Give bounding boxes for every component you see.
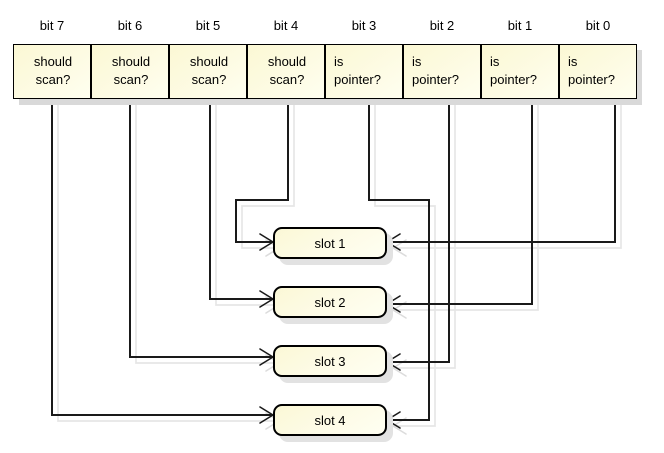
bit-label-bit7: bit 7 [39, 18, 65, 33]
wire-bit5-slot2 [209, 99, 273, 300]
slot-4[interactable]: slot 4 [273, 404, 387, 436]
wire-bit6-slot3 [129, 99, 273, 358]
bit-label-bit0: bit 0 [585, 18, 611, 33]
bit-cell-bit5[interactable]: should scan? [169, 44, 247, 99]
bit-cell-bit2-label: is pointer? [412, 54, 459, 87]
slot-2[interactable]: slot 2 [273, 286, 387, 318]
bit-cell-bit1[interactable]: is pointer? [481, 44, 559, 99]
bit-cell-bit2[interactable]: is pointer? [403, 44, 481, 99]
slot-4-label: slot 4 [314, 412, 346, 428]
bit-cell-bit5-label: should scan? [189, 54, 229, 87]
wire-bit3-slot4 [368, 99, 430, 421]
bit-label-bit6: bit 6 [117, 18, 143, 33]
bit-label-bit5: bit 5 [195, 18, 221, 33]
slot-2-label: slot 2 [314, 294, 346, 310]
bit-cell-bit3-label: is pointer? [334, 54, 381, 87]
slot-1[interactable]: slot 1 [273, 227, 387, 259]
byte-strip: should scan? should scan? should scan? s… [13, 44, 637, 99]
wire-bit0-slot1 [387, 99, 616, 243]
bit-cell-bit1-label: is pointer? [490, 54, 537, 87]
wire-bit2-slot3 [387, 99, 450, 363]
slot-1-label: slot 1 [314, 235, 346, 251]
slot-3-label: slot 3 [314, 353, 346, 369]
bit-cell-bit4[interactable]: should scan? [247, 44, 325, 99]
wire-bit4-slot1 [235, 99, 289, 243]
bit-label-bit2: bit 2 [429, 18, 455, 33]
bit-cell-bit3[interactable]: is pointer? [325, 44, 403, 99]
bit-label-bit4: bit 4 [273, 18, 299, 33]
bit-cell-bit0[interactable]: is pointer? [559, 44, 637, 99]
bit-cell-bit6[interactable]: should scan? [91, 44, 169, 99]
slot-3[interactable]: slot 3 [273, 345, 387, 377]
bit-cell-bit6-label: should scan? [111, 54, 151, 87]
wire-bit7-slot4 [51, 99, 273, 416]
bit-cell-bit7-label: should scan? [33, 54, 73, 87]
wire-bit1-slot2 [387, 99, 533, 305]
bit-cell-bit7[interactable]: should scan? [13, 44, 91, 99]
bit-cell-bit4-label: should scan? [267, 54, 307, 87]
bit-cell-bit0-label: is pointer? [568, 54, 615, 87]
bit-label-bit1: bit 1 [507, 18, 533, 33]
bit-label-bit3: bit 3 [351, 18, 377, 33]
